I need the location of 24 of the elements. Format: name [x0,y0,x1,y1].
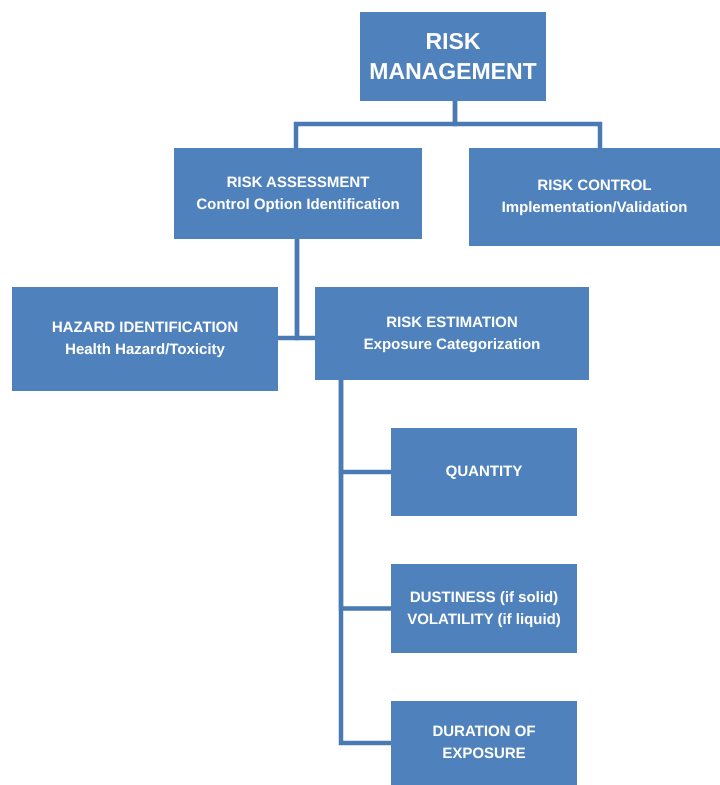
process-box [360,12,546,101]
process-box [391,428,577,516]
box-subtitle: Implementation/Validation [502,198,688,218]
box-subtitle: Exposure Categorization [364,334,540,354]
connector-line [338,380,391,746]
box-heading: RISK ESTIMATION [386,312,518,333]
box-heading: DUSTINESS (if solid) [410,588,558,608]
process-box [315,287,589,380]
box-heading: RISK MANAGEMENT [368,26,538,86]
box-heading: RISK CONTROL [537,176,652,196]
box-heading: DURATION OF EXPOSURE [431,722,537,764]
process-box [391,564,577,653]
box-heading: HAZARD IDENTIFICATION [52,318,238,338]
connector-line [452,101,602,148]
box-heading: QUANTITY [446,462,522,482]
process-box [469,148,720,246]
box-subtitle: Control Option Identification [196,194,400,214]
box-heading: RISK ASSESSMENT [226,172,370,193]
process-box [391,701,577,785]
process-box [174,148,422,239]
box-subtitle: VOLATILITY (if liquid) [407,610,561,630]
box-subtitle: Health Hazard/Toxicity [65,340,225,360]
connector-line [294,239,315,340]
process-box [12,287,278,391]
